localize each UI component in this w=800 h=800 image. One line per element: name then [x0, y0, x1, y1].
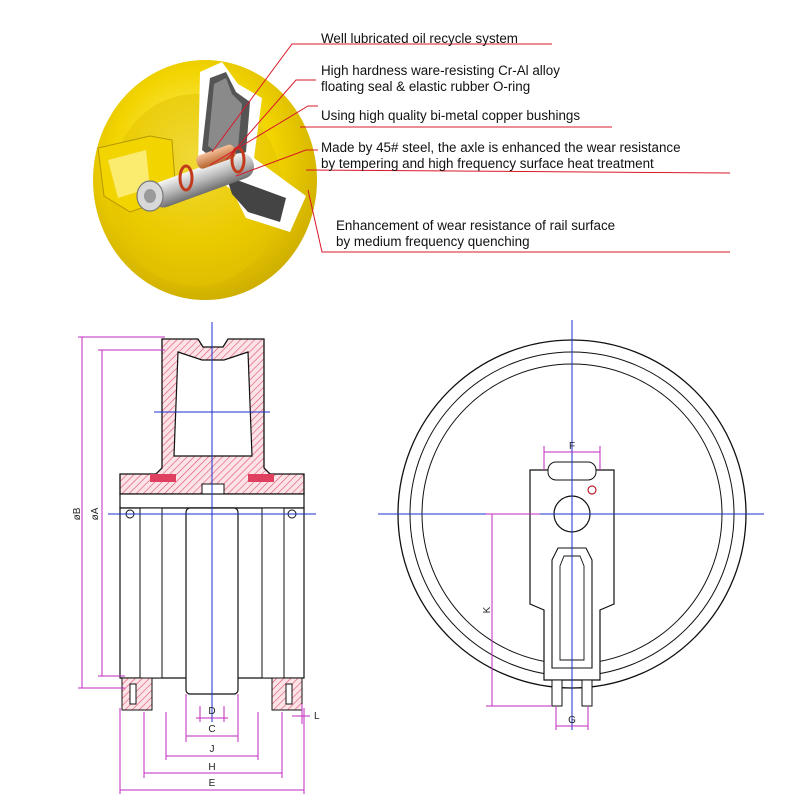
callout-line: High hardness ware-resisting Cr-Al alloy: [321, 63, 560, 78]
dim-label-C: C: [208, 724, 215, 735]
callout-line: by medium frequency quenching: [336, 234, 530, 249]
dim-label-A: øA: [90, 507, 101, 520]
side-bolt-left: [551, 679, 563, 707]
section-view-dimensions: [78, 336, 310, 794]
axle-end-center: [144, 189, 156, 203]
callout-leader-lines: [209, 43, 731, 253]
technical-drawings: øB øA D C J H E L: [72, 320, 764, 794]
dim-label-E: E: [209, 778, 216, 789]
oil-plug: [201, 483, 225, 495]
cutaway-illustration: [93, 43, 731, 300]
seal-left: [150, 474, 176, 482]
rim-cavity: [173, 351, 253, 457]
bolt-right: [285, 683, 293, 705]
axle-shaft: [150, 152, 255, 208]
bracket-highlight: [108, 150, 150, 198]
copper-bushing: [196, 144, 236, 169]
dim-label-G: G: [568, 715, 576, 726]
side-view: [378, 320, 764, 730]
callout-line: Using high quality bi-metal copper bushi…: [321, 108, 581, 123]
side-bolt-right: [581, 679, 593, 707]
dim-label-D: D: [208, 706, 215, 717]
callout-line: Made by 45# steel, the axle is enhanced …: [321, 140, 681, 155]
seal-right: [248, 474, 274, 482]
mount-foot-left: [121, 677, 153, 711]
floating-seal: [178, 164, 194, 192]
callout-rail-surface: Enhancement of wear resistance of rail s…: [336, 218, 615, 250]
callout-axle-steel: Made by 45# steel, the axle is enhanced …: [321, 140, 681, 172]
dim-label-K: K: [482, 606, 493, 613]
oil-fill-plug: [587, 485, 597, 495]
dim-label-B: øB: [72, 507, 83, 520]
dim-label-F: F: [569, 441, 575, 452]
callout-copper-bushings: Using high quality bi-metal copper bushi…: [321, 108, 580, 124]
callout-line: by tempering and high frequency surface …: [321, 156, 654, 171]
dim-label-L: L: [314, 711, 320, 722]
hub-section-dark: [226, 176, 286, 222]
callout-oil-recycle: Well lubricated oil recycle system: [321, 31, 518, 47]
side-view-dimensions: [486, 446, 601, 730]
callout-line: Well lubricated oil recycle system: [321, 31, 518, 46]
callout-floating-seal: High hardness ware-resisting Cr-Al alloy…: [321, 63, 560, 95]
dim-label-J: J: [210, 744, 215, 755]
bracket-right: [261, 507, 285, 679]
dim-label-H: H: [208, 762, 215, 773]
rim-section-face: [208, 78, 242, 156]
callout-line: floating seal & elastic rubber O-ring: [321, 79, 531, 94]
callout-line: Enhancement of wear resistance of rail s…: [336, 218, 616, 233]
section-view: [108, 322, 316, 722]
bolt-left: [129, 683, 137, 705]
bracket-left: [139, 507, 163, 679]
